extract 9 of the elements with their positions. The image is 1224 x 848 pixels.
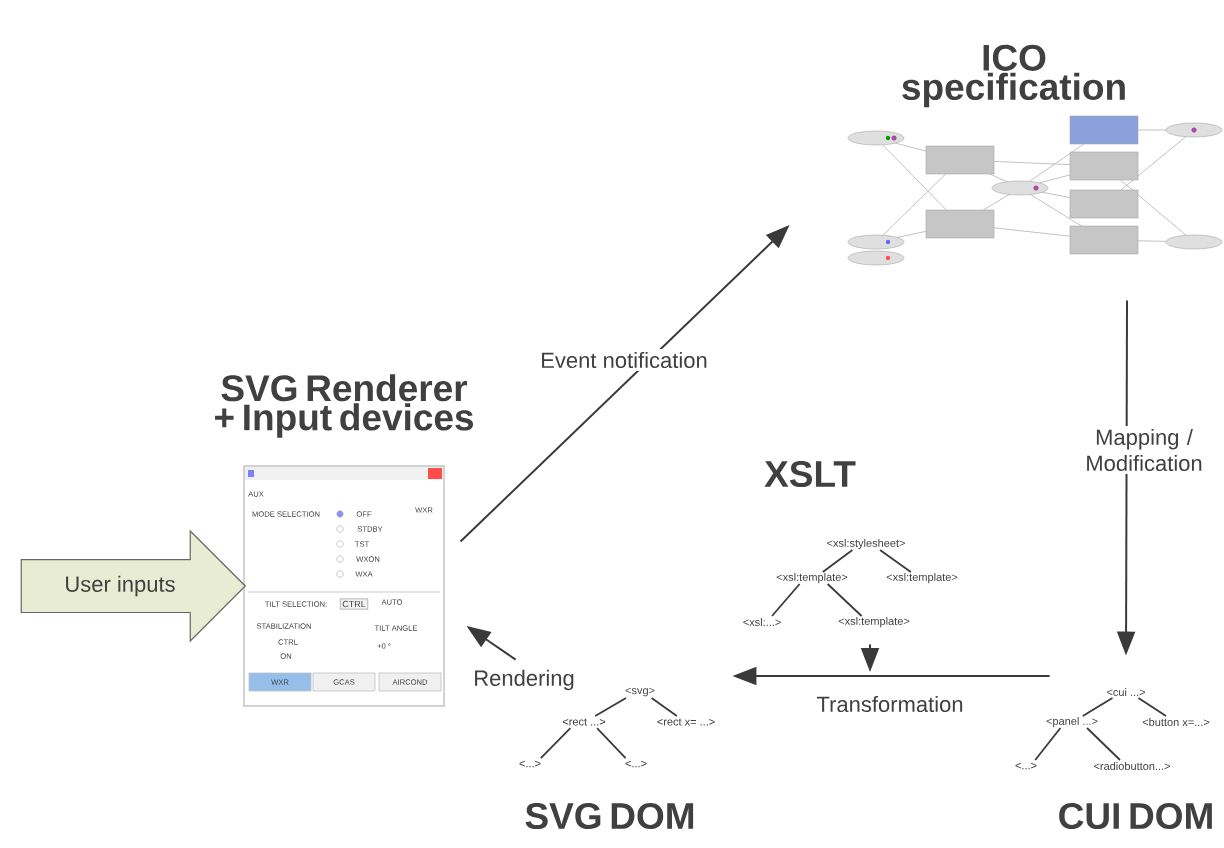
heading: CUI DOM: [1059, 802, 1212, 830]
heading: ICO specification: [902, 44, 1125, 108]
edge-label: Event notification: [537, 348, 711, 372]
edge-label: Transformation: [813, 692, 967, 716]
heading: SVG DOM: [525, 802, 694, 830]
heading: XSLT: [764, 460, 856, 488]
edge-label: Rendering: [470, 666, 578, 694]
heading: SVG Renderer + Input devices: [215, 374, 474, 438]
edge-label: Mapping / Modification: [1079, 425, 1209, 475]
